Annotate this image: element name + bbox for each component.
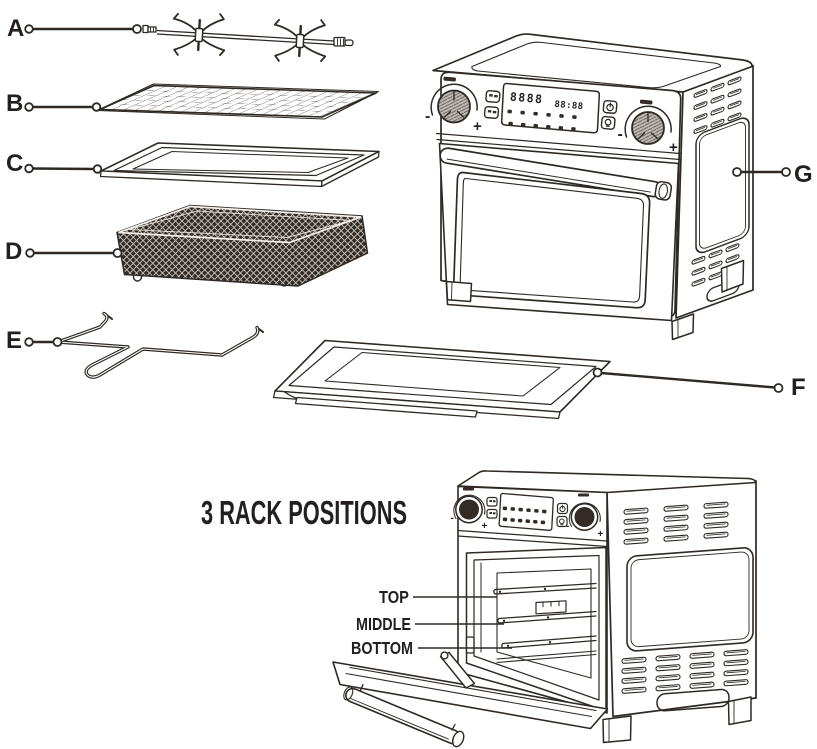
rack-rail-top [493, 582, 597, 595]
power-icon [559, 504, 566, 513]
control-panel: - + 8888 88:88 [425, 76, 678, 156]
part-b-wire-rack [96, 83, 379, 120]
plus-sign: + [598, 529, 604, 540]
mode-buttons [483, 90, 501, 119]
door-latch-slot [465, 636, 475, 654]
part-a-rotisserie-spit [142, 10, 354, 65]
rotisserie-clip [535, 600, 567, 615]
callout-dot [52, 337, 63, 347]
part-e-rotisserie-tool [56, 311, 264, 379]
light-icon [604, 118, 612, 127]
time-readout: 88:88 [554, 100, 584, 112]
section-heading: 3 RACK POSITIONS [201, 494, 407, 531]
plus-sign: + [473, 118, 482, 135]
callout-dot [24, 337, 34, 347]
side-access-panel [626, 547, 754, 652]
rack-label-top: TOP [379, 587, 409, 607]
toggle-button-bottom[interactable] [483, 105, 500, 119]
side-access-panel [695, 117, 750, 254]
part-label-c: C [6, 150, 23, 177]
heating-rod [496, 650, 597, 664]
knob-caption-badge [463, 487, 474, 491]
part-callout-d: D [5, 238, 123, 265]
part-label-b: B [6, 90, 23, 117]
door-window [452, 171, 651, 309]
part-label-e: E [6, 327, 22, 354]
part-label-f: F [791, 374, 806, 401]
led-display [500, 82, 601, 134]
knob-caption-badge [443, 76, 456, 82]
light-button[interactable] [556, 515, 568, 528]
oven-cavity [465, 546, 607, 712]
open-control-panel: - + [451, 487, 608, 548]
display-content: 8888 88:88 [507, 89, 584, 131]
callout-dot [25, 248, 35, 258]
time-knob[interactable] [631, 111, 665, 145]
rack-label-bottom: BOTTOM [351, 638, 413, 658]
minus-sign: - [451, 513, 454, 524]
callout-dot [781, 167, 791, 177]
toggle-button-top[interactable] [485, 90, 501, 104]
callout-dot [91, 102, 102, 112]
rack-rail-middle [497, 610, 597, 624]
temp-readout: 8888 [509, 89, 544, 106]
part-label-a: A [7, 15, 24, 42]
callout-dot [24, 24, 34, 34]
door-handle[interactable] [342, 685, 466, 749]
minus-sign: - [618, 126, 623, 143]
part-f-crumb-tray [272, 339, 611, 420]
knob-caption-badge [578, 493, 589, 497]
oven-closed-view: - + 8888 88:88 [425, 33, 754, 341]
minus-sign: - [566, 521, 569, 532]
callout-dot [112, 248, 123, 258]
callout-dot [132, 24, 142, 34]
door-handle[interactable] [439, 146, 673, 201]
light-button[interactable] [600, 115, 616, 130]
part-callout-b: B [6, 90, 102, 117]
part-callout-a: A [7, 15, 142, 42]
light-icon [559, 518, 565, 526]
side-carry-handle [656, 688, 730, 712]
open-side-details [621, 501, 754, 712]
open-oven-feet [602, 696, 752, 744]
callout-dot [732, 167, 742, 177]
rack-position-callouts: TOP MIDDLE BOTTOM [351, 587, 512, 658]
callout-dot [24, 102, 34, 112]
open-oven-door[interactable] [332, 651, 609, 749]
part-callout-g: G [732, 161, 813, 188]
oven-door[interactable] [438, 142, 680, 322]
part-c-baking-pan [99, 142, 380, 188]
knob-caption-badge [639, 99, 653, 105]
minus-sign: - [425, 108, 430, 125]
part-callout-e: E [6, 327, 63, 354]
callout-dot [592, 367, 603, 378]
part-d-fry-basket [116, 204, 369, 287]
plus-sign: + [482, 521, 488, 532]
power-icon [606, 102, 614, 112]
part-callout-c: C [6, 150, 103, 177]
function-buttons [600, 99, 618, 130]
callout-dot [24, 163, 34, 174]
oven-feet [445, 259, 745, 341]
part-callout-f: F [592, 367, 806, 401]
part-label-d: D [5, 238, 22, 265]
rack-label-middle: MIDDLE [356, 614, 411, 634]
callout-dot [92, 164, 103, 174]
hinge-pivot [440, 651, 449, 660]
oven-open-view: - + [332, 470, 757, 749]
part-label-g: G [794, 161, 813, 188]
temp-knob[interactable] [437, 89, 471, 124]
callout-dot [773, 383, 784, 393]
plus-sign: + [669, 139, 678, 156]
